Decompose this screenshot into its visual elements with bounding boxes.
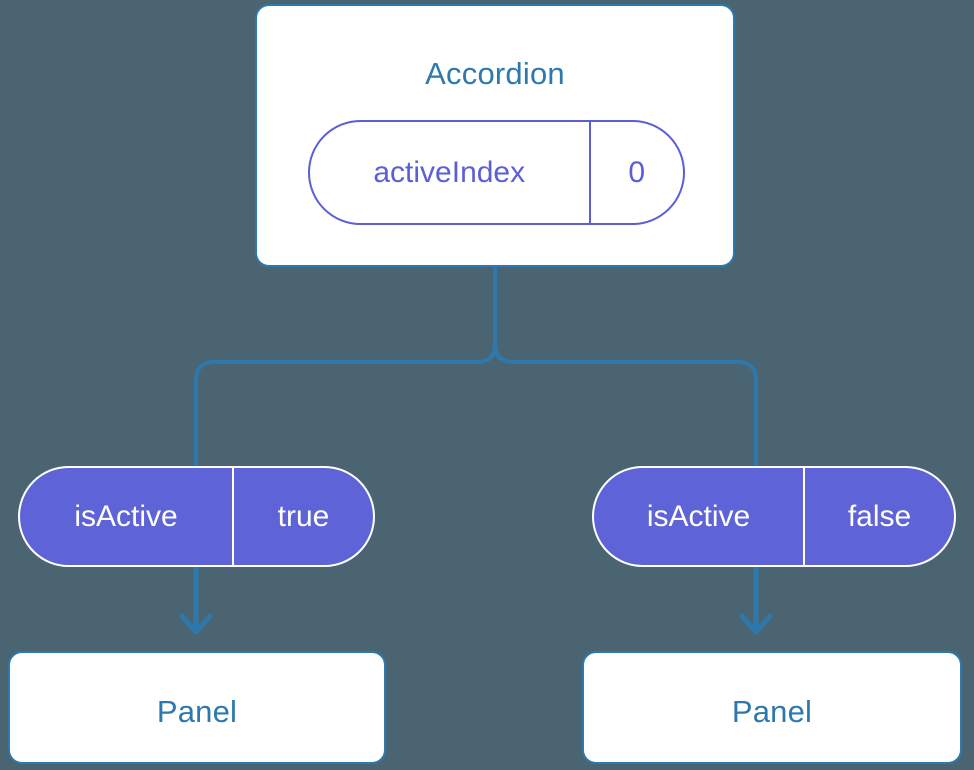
accordion-state-key: activeIndex bbox=[310, 122, 591, 223]
panel-left-prop-pill[interactable]: isActive true bbox=[18, 466, 375, 567]
arrow-right-head-icon bbox=[739, 613, 773, 635]
panel-right-title: Panel bbox=[731, 694, 813, 729]
connector-root-to-left-pill bbox=[194, 264, 497, 468]
accordion-title: Accordion bbox=[425, 56, 565, 91]
panel-right-prop-pill[interactable]: isActive false bbox=[592, 466, 956, 567]
panel-right-node[interactable]: Panel bbox=[582, 651, 962, 764]
panel-left-prop-key: isActive bbox=[20, 468, 234, 565]
panel-right-prop-key: isActive bbox=[594, 468, 805, 565]
accordion-node[interactable]: Accordion activeIndex 0 bbox=[255, 4, 735, 267]
panel-left-prop-value: true bbox=[277, 499, 330, 533]
panel-left-node[interactable]: Panel bbox=[8, 651, 386, 764]
arrow-left-head-icon bbox=[179, 613, 213, 635]
connector-root-to-right-pill bbox=[493, 264, 758, 468]
accordion-state-pill[interactable]: activeIndex 0 bbox=[308, 120, 685, 225]
panel-left-title: Panel bbox=[156, 694, 238, 729]
panel-right-prop-value: false bbox=[847, 499, 912, 533]
accordion-state-value: 0 bbox=[628, 155, 646, 189]
